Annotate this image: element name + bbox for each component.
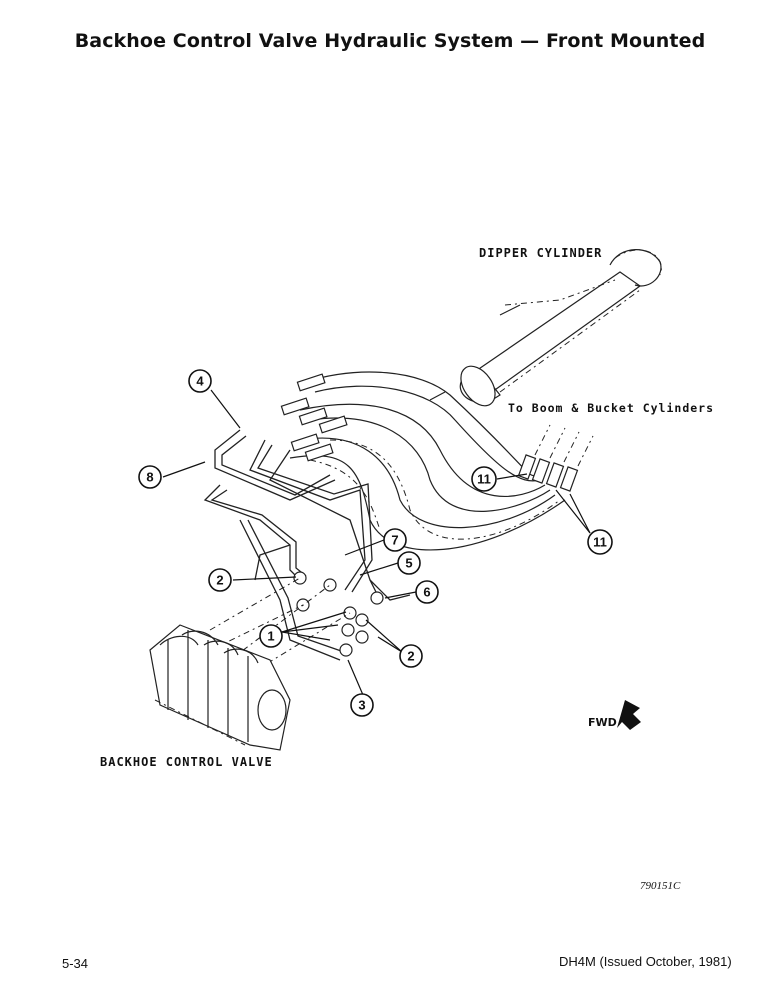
callout-11-left: 11 — [471, 466, 497, 492]
callout-3: 3 — [350, 693, 374, 717]
page-title: Backhoe Control Valve Hydraulic System —… — [74, 30, 706, 52]
boom-bucket-label: To Boom & Bucket Cylinders — [508, 401, 715, 415]
adapter-fittings — [209, 571, 384, 681]
callout-8: 8 — [138, 465, 162, 489]
hose-fittings — [280, 373, 348, 462]
svg-text:3: 3 — [358, 698, 365, 713]
document-id: DH4M (Issued October, 1981) — [559, 954, 732, 969]
svg-text:8: 8 — [146, 470, 153, 485]
callout-6: 6 — [415, 580, 439, 604]
fwd-label: FWD — [588, 716, 617, 729]
callout-2-right: 2 — [399, 644, 423, 668]
callout-7: 7 — [383, 528, 407, 552]
control-valve-label: BACKHOE CONTROL VALVE — [100, 755, 273, 769]
svg-text:11: 11 — [593, 535, 607, 550]
dipper-cylinder-label: DIPPER CYLINDER — [479, 246, 603, 260]
leader-lines — [162, 389, 591, 696]
figure-reference: 790151C — [640, 880, 681, 892]
svg-text:1: 1 — [267, 629, 274, 644]
callout-5: 5 — [397, 551, 421, 575]
svg-text:2: 2 — [216, 573, 223, 588]
dipper-cylinder — [429, 249, 662, 407]
hose-bundle — [289, 371, 566, 551]
svg-text:7: 7 — [391, 533, 398, 548]
fwd-arrow-icon — [617, 700, 641, 730]
tube-lines — [203, 429, 411, 661]
svg-text:5: 5 — [405, 556, 412, 571]
page-number: 5-34 — [62, 956, 89, 971]
boom-bucket-fittings — [517, 424, 594, 492]
callout-2-left: 2 — [208, 568, 232, 592]
svg-text:2: 2 — [407, 649, 414, 664]
callout-4: 4 — [188, 369, 212, 393]
callout-11-right: 11 — [587, 529, 613, 555]
control-valve — [149, 624, 291, 751]
svg-text:6: 6 — [423, 585, 430, 600]
callout-1: 1 — [259, 624, 283, 648]
svg-text:4: 4 — [196, 374, 204, 389]
svg-text:11: 11 — [477, 472, 491, 487]
